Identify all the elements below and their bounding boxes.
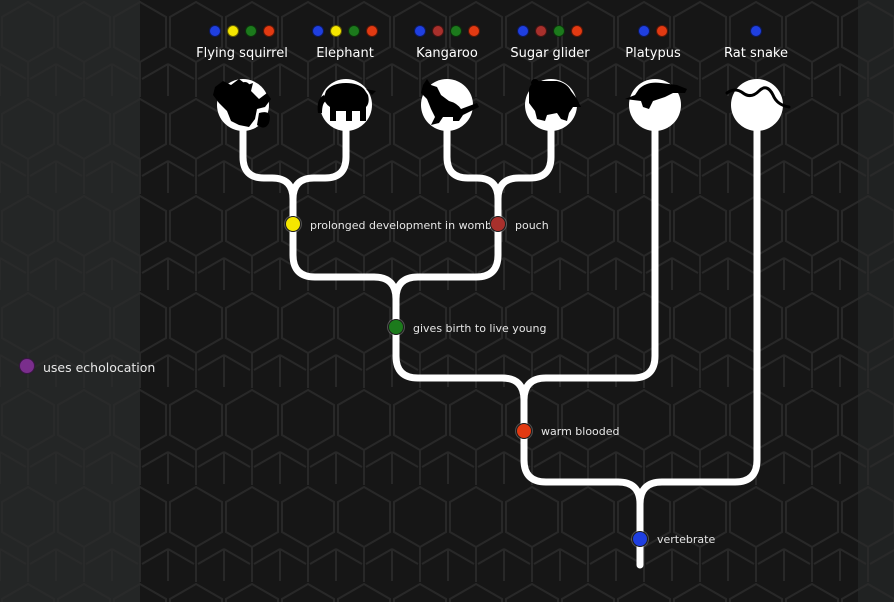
- trait-dot-warm-blooded[interactable]: [366, 25, 378, 37]
- node-label-live-birth: gives birth to live young: [413, 322, 547, 335]
- branch-pouch-clade: [392, 220, 502, 303]
- branch-elephant: [289, 106, 350, 203]
- legend-echolocation-dot[interactable]: [19, 358, 35, 374]
- trait-dot-warm-blooded[interactable]: [656, 25, 668, 37]
- branch-platypus: [520, 106, 659, 404]
- tree-branches: [239, 106, 761, 569]
- trait-dot-vertebrate[interactable]: [638, 25, 650, 37]
- branch-rat-snake: [636, 106, 761, 508]
- trait-dot-womb[interactable]: [330, 25, 342, 37]
- trait-dot-pouch[interactable]: [432, 25, 444, 37]
- taxon-name-flying-squirrel: Flying squirrel: [196, 46, 288, 61]
- taxon-name-sugar-glider: Sugar glider: [510, 46, 590, 61]
- trait-dot-live-birth[interactable]: [553, 25, 565, 37]
- trait-dot-warm-blooded[interactable]: [263, 25, 275, 37]
- node-live-birth[interactable]: [388, 319, 404, 335]
- trait-dot-vertebrate[interactable]: [414, 25, 426, 37]
- trait-dot-live-birth[interactable]: [348, 25, 360, 37]
- flying-squirrel-icon[interactable]: [213, 79, 271, 131]
- node-label-warm-blooded: warm blooded: [541, 425, 620, 438]
- taxon-name-elephant: Elephant: [316, 46, 374, 61]
- elephant-icon[interactable]: [317, 79, 376, 131]
- trait-dot-warm-blooded[interactable]: [571, 25, 583, 37]
- trait-dot-vertebrate[interactable]: [517, 25, 529, 37]
- legend-echolocation-label: uses echolocation: [43, 360, 156, 375]
- node-vertebrate[interactable]: [632, 531, 648, 547]
- trait-dot-live-birth[interactable]: [450, 25, 462, 37]
- trait-dot-vertebrate[interactable]: [750, 25, 762, 37]
- platypus-icon[interactable]: [625, 79, 687, 131]
- node-label-womb: prolonged development in womb: [310, 219, 492, 232]
- node-label-pouch: pouch: [515, 219, 549, 232]
- node-label-vertebrate: vertebrate: [657, 533, 716, 546]
- taxon-name-rat-snake: Rat snake: [724, 46, 788, 61]
- sugar-glider-icon[interactable]: [525, 79, 581, 131]
- rat-snake-icon[interactable]: [725, 79, 791, 131]
- taxon-name-kangaroo: Kangaroo: [416, 46, 478, 61]
- node-warm-blooded[interactable]: [516, 423, 532, 439]
- trait-dot-vertebrate[interactable]: [209, 25, 221, 37]
- trait-dot-vertebrate[interactable]: [312, 25, 324, 37]
- branch-sugar-glider: [494, 106, 555, 203]
- trait-dot-pouch[interactable]: [535, 25, 547, 37]
- kangaroo-icon[interactable]: [421, 79, 479, 131]
- taxon-name-platypus: Platypus: [625, 46, 681, 61]
- node-womb[interactable]: [285, 216, 301, 232]
- trait-dot-warm-blooded[interactable]: [468, 25, 480, 37]
- trait-dot-live-birth[interactable]: [245, 25, 257, 37]
- node-pouch[interactable]: [490, 216, 506, 232]
- trait-dot-womb[interactable]: [227, 25, 239, 37]
